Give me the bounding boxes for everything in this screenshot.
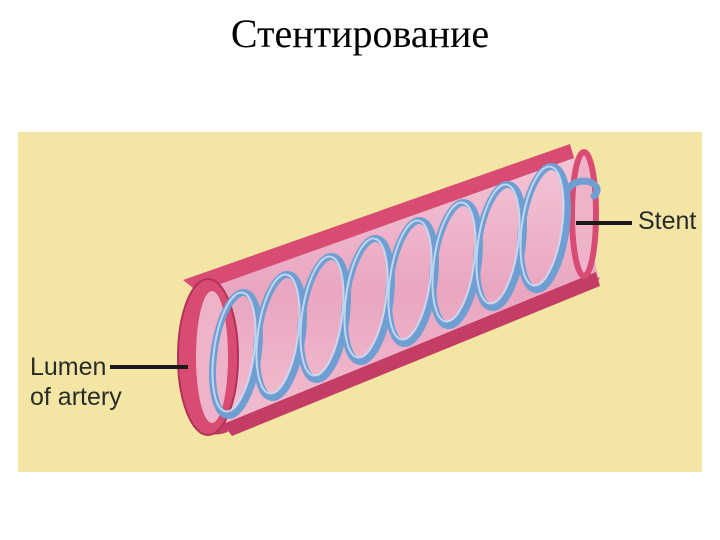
stent-end-hook [562, 177, 601, 200]
stent-coil-highlight [211, 165, 565, 413]
artery-wall-upper [183, 144, 574, 292]
stent-illustration [18, 132, 702, 472]
lumen-label-line1: Lumen [30, 353, 107, 381]
stent-label: Stent [638, 207, 697, 235]
artery-back-opening [569, 149, 599, 279]
lumen-label: Lumen of artery [30, 352, 122, 412]
slide-title: Стентирование [230, 11, 490, 56]
artery-stent-diagram [18, 132, 702, 472]
lumen-label-line2: of artery [30, 383, 122, 411]
artery-wall-bottom [223, 272, 600, 436]
